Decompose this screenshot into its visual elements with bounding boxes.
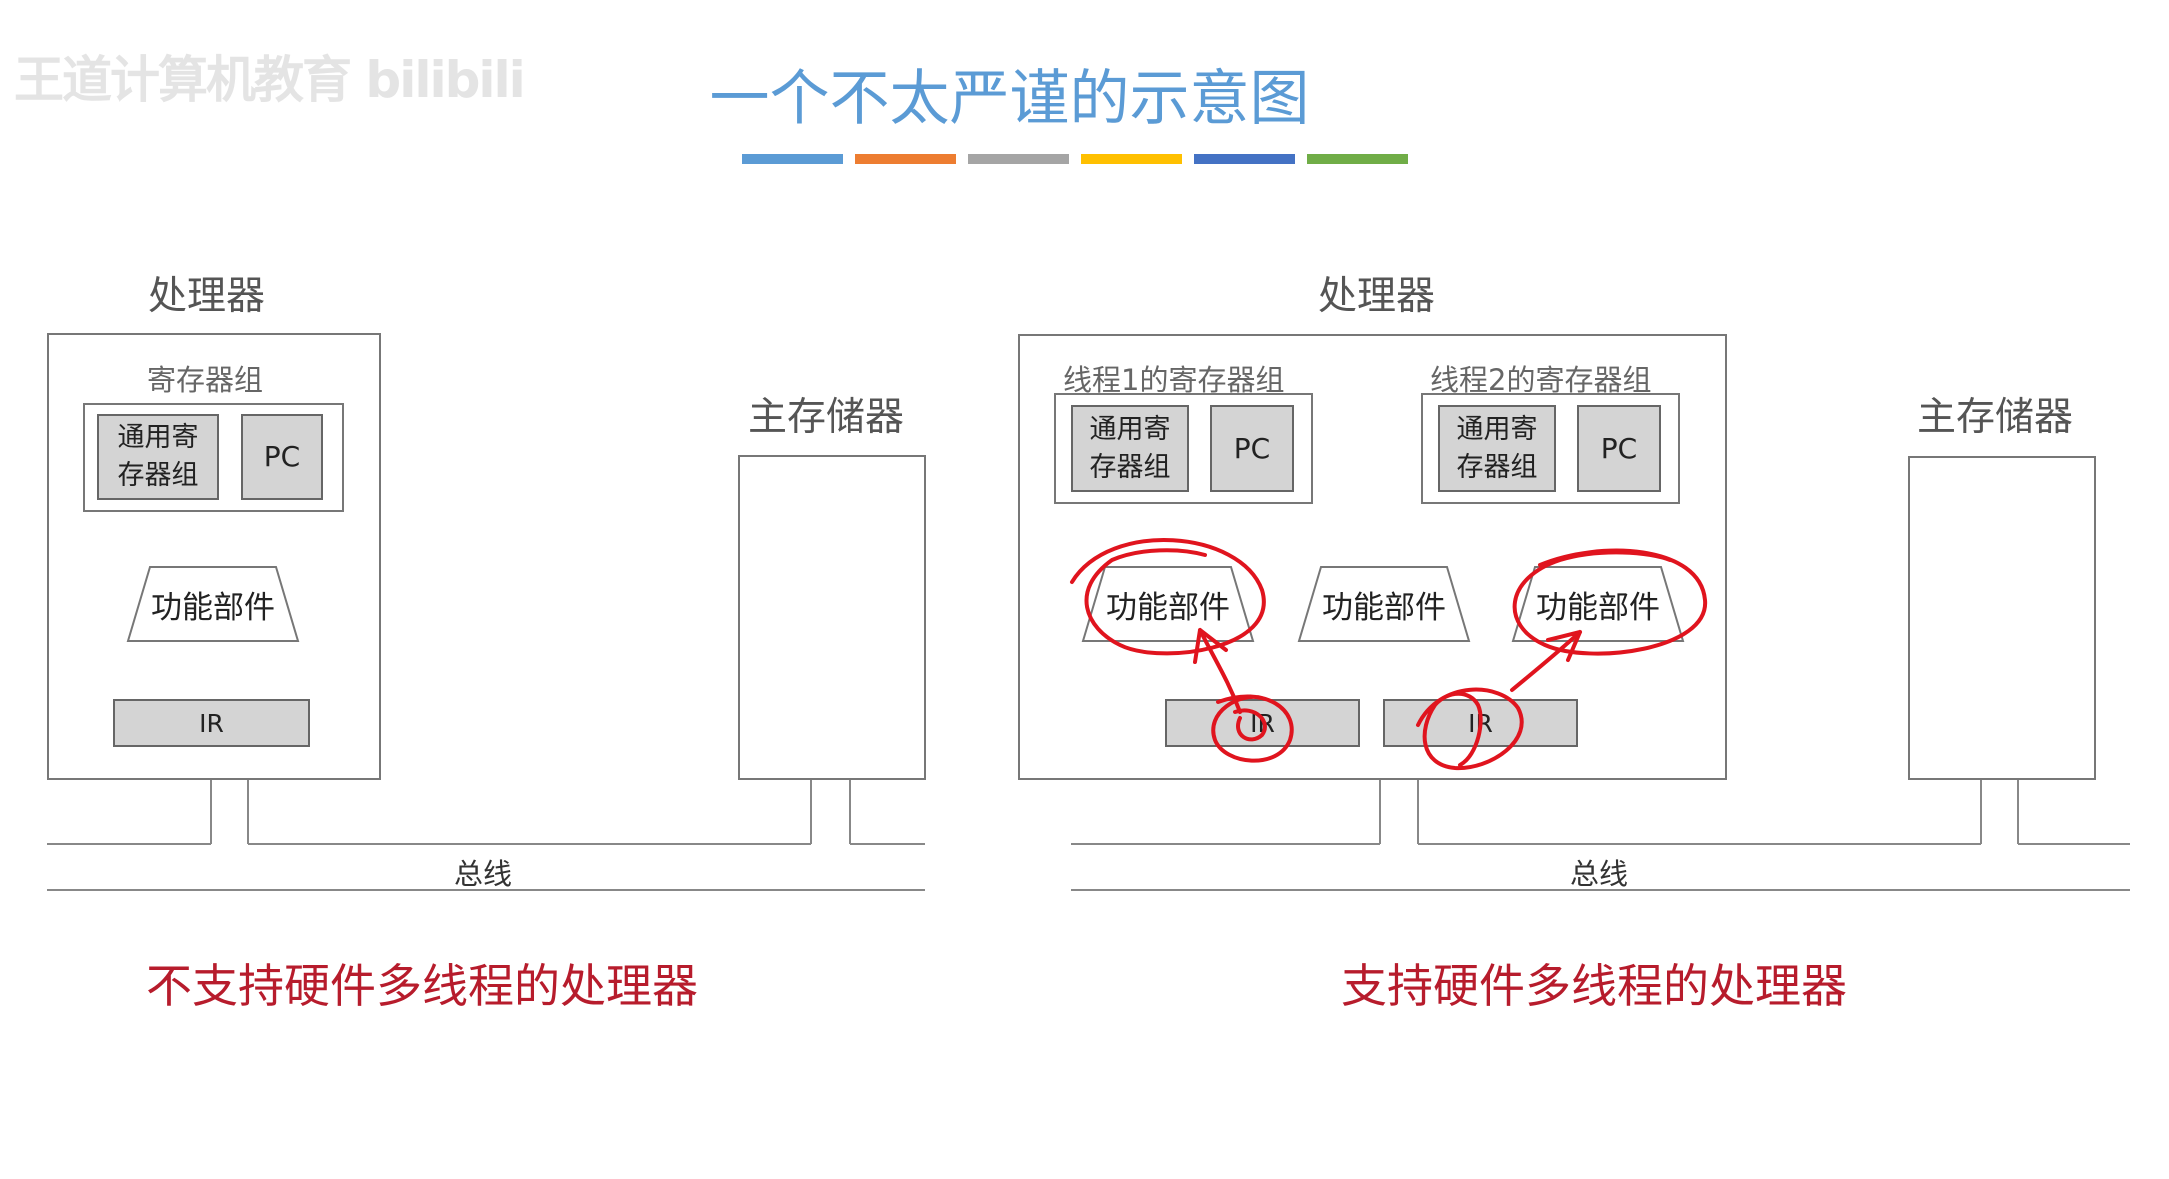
title-color-bar [855,154,956,164]
left-bus-label: 总线 [454,857,513,891]
left-memory-label: 主存储器 [748,395,905,440]
title-color-bar [1081,154,1182,164]
right-thread2-pc-block: PC [1577,405,1661,492]
right-func-unit-3-text: 功能部件 [1536,589,1660,626]
right-func-unit-1-text: 功能部件 [1106,589,1230,626]
left-register-group-label: 寄存器组 [147,363,264,397]
right-thread2-gpr-text: 通用寄存器组 [1456,413,1538,483]
left-processor-label: 处理器 [148,274,266,319]
right-thread2-gpr-block: 通用寄存器组 [1438,405,1556,492]
right-thread2-pc-text: PC [1600,431,1638,465]
left-memory-box [738,455,926,780]
right-func-unit-3: 功能部件 [1511,565,1685,643]
right-thread1-gpr-text: 通用寄存器组 [1089,413,1171,483]
left-gpr-text: 通用寄存器组 [117,422,199,491]
annotation-arrow-1 [1193,628,1242,714]
title-color-bar [742,154,843,164]
right-thread2-label: 线程2的寄存器组 [1430,363,1652,397]
title-color-bar [968,154,1069,164]
left-pc-text: PC [263,440,301,474]
left-func-unit-text: 功能部件 [151,589,275,626]
right-bus-label: 总线 [1570,857,1629,891]
annotation-arrow-2 [1510,630,1582,692]
right-thread1-pc-text: PC [1233,431,1271,465]
right-thread1-gpr-block: 通用寄存器组 [1071,405,1189,492]
left-ir-block: IR [113,699,310,747]
right-memory-box [1908,456,2096,780]
left-caption: 不支持硬件多线程的处理器 [146,959,698,1013]
annotation-circle-ir-1 [1211,694,1294,763]
right-memory-label: 主存储器 [1917,395,2074,440]
right-caption: 支持硬件多线程的处理器 [1341,959,1847,1013]
watermark-logo: 王道计算机教育 bilibili [14,51,526,109]
title-color-bar [1194,154,1295,164]
title-color-bar [1307,154,1408,164]
right-func-unit-2: 功能部件 [1297,565,1471,643]
annotation-circle-ir-2 [1416,687,1524,771]
annotation-circle-func-unit-3 [1512,548,1708,656]
left-pc-block: PC [241,414,323,500]
page-title: 一个不太严谨的示意图 [0,50,2169,137]
left-ir-text: IR [199,708,224,738]
left-func-unit: 功能部件 [126,565,300,643]
annotation-circle-func-unit-1 [1070,538,1266,656]
left-gpr-block: 通用寄存器组 [97,414,219,500]
page-title-text: 一个不太严谨的示意图 [709,64,1310,134]
right-processor-label: 处理器 [1318,274,1436,319]
right-thread1-pc-block: PC [1210,405,1294,492]
right-thread1-label: 线程1的寄存器组 [1063,363,1285,397]
right-func-unit-2-text: 功能部件 [1322,589,1446,626]
